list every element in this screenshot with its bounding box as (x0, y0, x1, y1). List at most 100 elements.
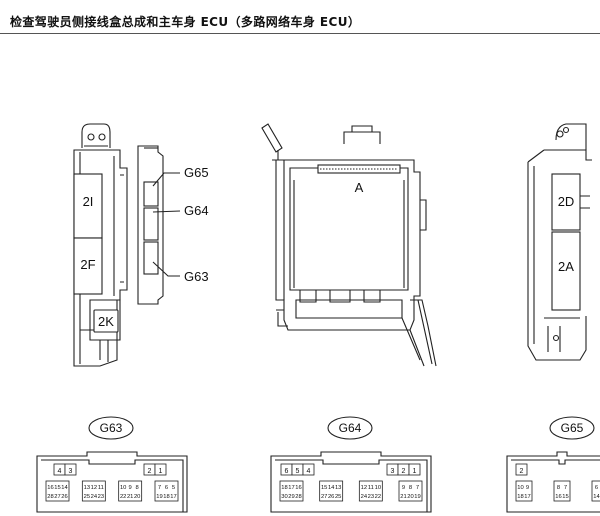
pin-label: 14 (328, 485, 335, 491)
connector-inner (41, 459, 184, 512)
connector-name: G64 (339, 421, 362, 435)
pin-label: 26 (328, 494, 334, 500)
callout-g64: G64 (184, 203, 209, 218)
pin-label: 7 (158, 485, 161, 491)
pin-label: 14 (61, 485, 68, 491)
pin-label: 23 (368, 494, 374, 500)
pin-label: 19 (156, 494, 162, 500)
label-2I: 2I (83, 194, 94, 209)
block-2F (73, 237, 103, 295)
pin-label: 2 (148, 468, 152, 475)
pin-label: 6 (165, 485, 168, 491)
block-2A (551, 231, 581, 311)
pin-label: 15 (562, 494, 568, 500)
label-2A: 2A (558, 259, 574, 274)
pin-label: 25 (84, 494, 90, 500)
pin-label: 10 (517, 485, 523, 491)
pin-label: 16 (47, 485, 53, 491)
pin-label: 6 (595, 485, 598, 491)
pin-label: 7 (416, 485, 419, 491)
pin-group (358, 480, 383, 502)
pin-label: 10 (375, 485, 381, 491)
pin-label: 7 (564, 485, 567, 491)
connector-g65: G6521091817871615651413 (506, 416, 600, 513)
pin-label: 18 (163, 494, 169, 500)
pin-label: 13 (335, 485, 341, 491)
pin-group (398, 480, 423, 502)
block-2I (73, 173, 103, 239)
pin-label: 8 (557, 485, 560, 491)
pin-label: 3 (391, 468, 395, 475)
header-divider (0, 33, 600, 34)
pin-label: 15 (54, 485, 60, 491)
pin-label: 20 (407, 494, 413, 500)
label-2D: 2D (558, 194, 575, 209)
pin-label: 28 (295, 494, 301, 500)
pin-label: 20 (134, 494, 140, 500)
pin-label: 30 (281, 494, 287, 500)
connector-name: G65 (561, 421, 584, 435)
pin-label: 9 (129, 485, 132, 491)
pin-group (45, 480, 70, 502)
connector-name: G63 (100, 421, 123, 435)
pin-label: 15 (321, 485, 327, 491)
pin-label: 26 (61, 494, 67, 500)
pin-group (591, 480, 600, 502)
pin-label: 8 (136, 485, 139, 491)
pin-label: 16 (555, 494, 561, 500)
block-2K (93, 309, 119, 333)
pin-label: 1 (159, 468, 163, 475)
page-header: 检查驾驶员侧接线盒总成和主车身 ECU（多路网络车身 ECU） (0, 0, 600, 34)
pin-label: 11 (98, 485, 104, 491)
pin-label: 1 (413, 468, 417, 475)
pin-label: 4 (58, 468, 62, 475)
pin-label: 9 (402, 485, 405, 491)
pin-label: 11 (368, 485, 374, 491)
connector-g63-slot (143, 241, 159, 275)
pin-label: 23 (98, 494, 104, 500)
block-2D (551, 173, 581, 231)
pin-label: 9 (526, 485, 529, 491)
pin-cell (64, 463, 77, 476)
right-junction-block (527, 123, 592, 361)
pin-label: 4 (307, 468, 311, 475)
connector-inner (511, 459, 600, 465)
connector-name-oval (549, 416, 595, 440)
pin-label: 29 (288, 494, 294, 500)
pin-cell (154, 463, 167, 476)
callout-g65: G65 (184, 165, 209, 180)
pin-group (118, 480, 143, 502)
pin-label: 16 (295, 485, 301, 491)
pin-label: 17 (524, 494, 530, 500)
pin-label: 2 (520, 468, 524, 475)
side-bracket (137, 145, 181, 305)
pin-label: 24 (361, 494, 368, 500)
pin-label: 21 (400, 494, 406, 500)
pin-group (553, 480, 571, 502)
pin-label: 17 (288, 485, 294, 491)
pin-label: 5 (172, 485, 175, 491)
pin-label: 18 (281, 485, 287, 491)
connector-name-oval (88, 416, 134, 440)
pin-label: 22 (120, 494, 126, 500)
left-junction-block (73, 123, 128, 367)
pin-cell (302, 463, 315, 476)
connector-inner (275, 459, 428, 512)
pin-cell (408, 463, 421, 476)
pin-label: 18 (517, 494, 523, 500)
pin-label: 12 (91, 485, 97, 491)
pin-label: 2 (402, 468, 406, 475)
pin-cell (515, 463, 528, 476)
connector-name-oval (327, 416, 373, 440)
page-title: 检查驾驶员侧接线盒总成和主车身 ECU（多路网络车身 ECU） (10, 15, 361, 29)
pin-label: 14 (593, 494, 600, 500)
pin-group (279, 480, 304, 502)
pin-group (319, 480, 344, 502)
pin-label: 24 (91, 494, 98, 500)
pin-label: 21 (127, 494, 133, 500)
pin-group (154, 480, 179, 502)
